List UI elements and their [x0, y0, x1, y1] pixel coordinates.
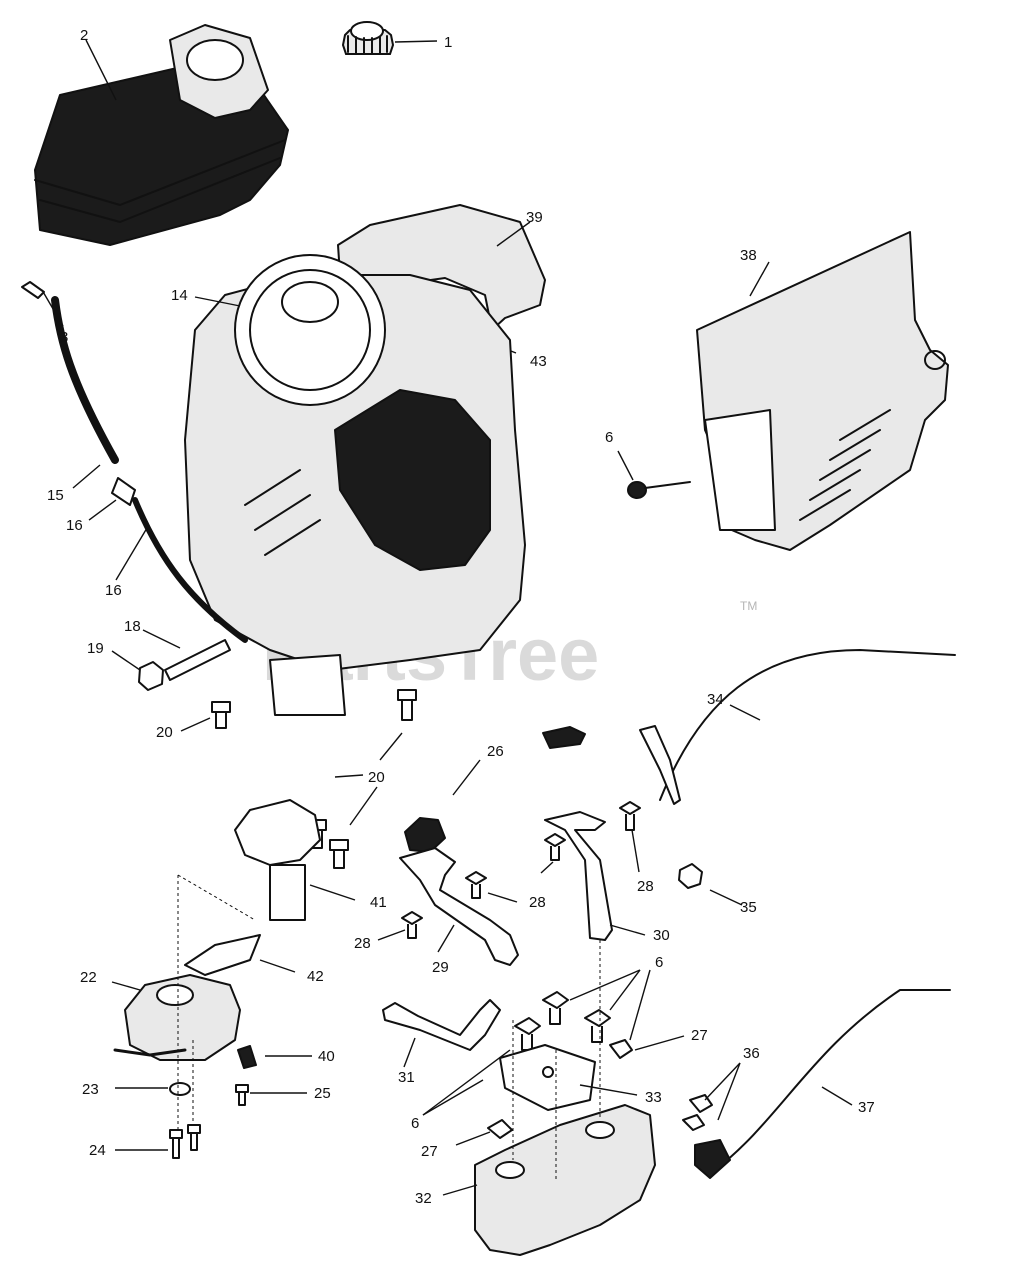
part-19-nut[interactable]	[138, 661, 164, 691]
callout-6-upper: 6	[605, 429, 613, 446]
callout-18: 18	[124, 618, 141, 635]
part-33-mounting-plate[interactable]	[499, 1044, 596, 1111]
part-26-gaskets[interactable]	[404, 726, 586, 853]
part-42-bracket[interactable]	[184, 934, 261, 976]
callout-42: 42	[307, 968, 324, 985]
callout-38: 38	[740, 247, 757, 264]
part-3-screw[interactable]	[21, 281, 45, 299]
part-24-bolts[interactable]	[169, 1124, 201, 1159]
callout-20-left: 20	[156, 724, 173, 741]
part-6-bolt-upper[interactable]	[627, 481, 691, 499]
part-35-nut[interactable]	[678, 863, 703, 889]
part-36-cable-clamp[interactable]	[682, 1094, 731, 1179]
part-2-fuel-tank[interactable]	[34, 24, 289, 246]
callout-36: 36	[743, 1045, 760, 1062]
part-18-dipstick-tube[interactable]	[164, 639, 231, 681]
callout-15: 15	[47, 487, 64, 504]
part-23-washer[interactable]	[169, 1082, 191, 1096]
part-6-bolts-lower[interactable]	[514, 991, 611, 1051]
callout-30: 30	[653, 927, 670, 944]
part-1-fuel-cap[interactable]	[342, 21, 394, 55]
callout-2: 2	[80, 27, 88, 44]
callout-16-upper: 16	[66, 517, 83, 534]
part-31-bracket[interactable]	[382, 999, 501, 1051]
part-16-fuel-filter[interactable]	[111, 477, 248, 643]
part-34-throttle-cable[interactable]	[639, 649, 956, 805]
callout-29: 29	[432, 959, 449, 976]
callout-32: 32	[415, 1190, 432, 1207]
callout-24: 24	[89, 1142, 106, 1159]
part-27-bolts[interactable]	[487, 1039, 633, 1139]
callout-22: 22	[80, 969, 97, 986]
part-32-muffler[interactable]	[474, 1104, 656, 1256]
trademark-mark: TM	[740, 599, 757, 613]
callout-35: 35	[740, 899, 757, 916]
part-15-fuel-line[interactable]	[51, 296, 119, 464]
callout-26: 26	[487, 743, 504, 760]
callout-41: 41	[370, 894, 387, 911]
part-28-screws[interactable]	[401, 801, 641, 939]
callout-28-center: 28	[529, 894, 546, 911]
part-14-engine[interactable]	[184, 254, 526, 716]
callout-6-right: 6	[655, 954, 663, 971]
part-20-bolts[interactable]	[211, 689, 417, 869]
part-30-exhaust-pipe-upright[interactable]	[544, 811, 613, 941]
part-40-connector[interactable]	[237, 1045, 257, 1069]
part-25-screw[interactable]	[235, 1084, 249, 1106]
callout-28-left: 28	[354, 935, 371, 952]
callout-20-center: 20	[368, 769, 385, 786]
callout-16-lower: 16	[105, 582, 122, 599]
callout-19: 19	[87, 640, 104, 657]
callout-33: 33	[645, 1089, 662, 1106]
callout-6-lower: 6	[411, 1115, 419, 1132]
callout-43: 43	[530, 353, 547, 370]
callout-27-left: 27	[421, 1143, 438, 1160]
part-37-choke-cable[interactable]	[714, 989, 951, 1171]
callout-28-right: 28	[637, 878, 654, 895]
callout-3: 3	[60, 329, 68, 346]
part-38-heat-shield[interactable]	[696, 231, 949, 551]
callout-25: 25	[314, 1085, 331, 1102]
callout-1: 1	[444, 34, 452, 51]
callout-37: 37	[858, 1099, 875, 1116]
part-22-pto-clutch[interactable]	[113, 974, 241, 1061]
callout-27-right: 27	[691, 1027, 708, 1044]
callout-14: 14	[171, 287, 188, 304]
callout-39: 39	[526, 209, 543, 226]
callout-23: 23	[82, 1081, 99, 1098]
callout-31: 31	[398, 1069, 415, 1086]
part-41-pulley[interactable]	[234, 799, 321, 921]
callout-40: 40	[318, 1048, 335, 1065]
callout-34: 34	[707, 691, 724, 708]
part-29-exhaust-pipe[interactable]	[399, 847, 519, 966]
